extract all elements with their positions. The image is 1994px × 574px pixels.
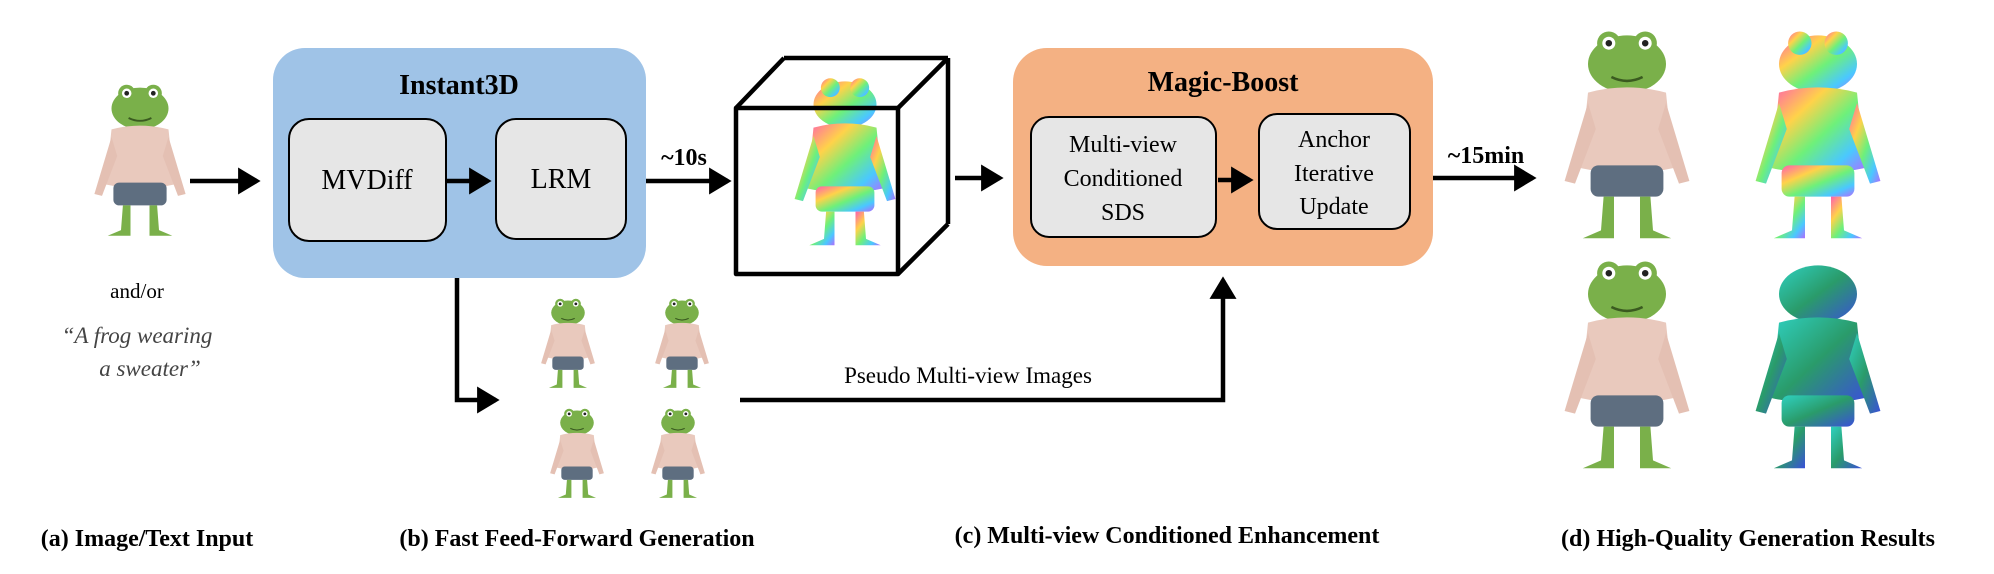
mvdiff-box	[288, 118, 447, 242]
magic-boost-title: Magic-Boost	[1148, 67, 1300, 98]
pseudo-multiview-label: Pseudo Multi-view Images	[844, 363, 1092, 388]
prompt-line-1: “A frog wearing	[62, 323, 213, 348]
caption-a: (a) Image/Text Input	[41, 526, 253, 552]
arrow-multiviews-to-magicboost	[740, 276, 1237, 403]
sds-line-3: SDS	[1101, 200, 1145, 226]
sds-line-2: Conditioned	[1064, 166, 1183, 192]
sds-line-1: Multi-view	[1069, 132, 1178, 158]
andor-label: and/or	[110, 279, 164, 303]
result-images	[1563, 30, 1881, 470]
anchor-line-2: Iterative	[1294, 161, 1374, 187]
timing-slow-label: ~15min	[1448, 143, 1525, 169]
caption-c: (c) Multi-view Conditioned Enhancement	[955, 523, 1380, 549]
timing-fast-label: ~10s	[661, 145, 707, 171]
conditioned-sds-box	[1030, 116, 1217, 238]
prompt-line-2: a sweater”	[99, 356, 201, 381]
anchor-line-3: Update	[1299, 194, 1368, 220]
input-frog-image	[93, 83, 187, 237]
caption-d: (d) High-Quality Generation Results	[1561, 526, 1935, 552]
mvdiff-label: MVDiff	[321, 165, 413, 196]
coarse-mesh-cube	[733, 55, 951, 277]
pseudo-multiview-images	[540, 298, 710, 499]
arrow-instant3d-to-multiviews	[454, 278, 500, 414]
lrm-box	[495, 118, 627, 240]
caption-b: (b) Fast Feed-Forward Generation	[399, 526, 754, 552]
anchor-line-1: Anchor	[1298, 127, 1370, 153]
anchor-update-box	[1258, 113, 1411, 230]
instant3d-title: Instant3D	[399, 70, 519, 101]
lrm-label: LRM	[531, 164, 592, 195]
